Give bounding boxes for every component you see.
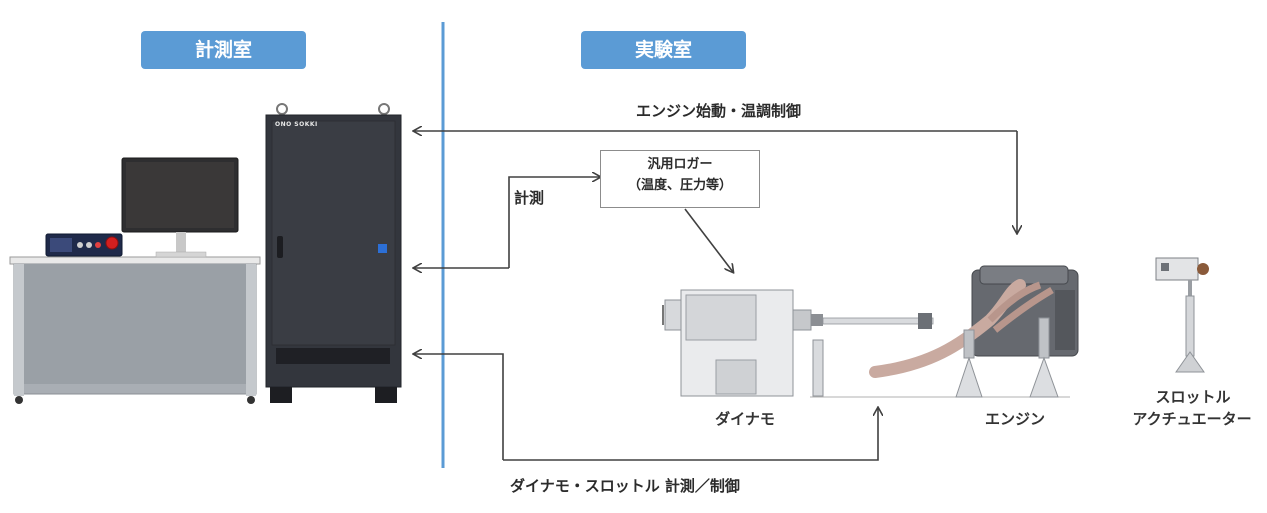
operator-desk (9, 256, 261, 404)
measure-label: 計測 (514, 189, 545, 207)
dyno-throttle-label: ダイナモ・スロットル 計測／制御 (510, 477, 740, 495)
test-room-label: 実験室 (581, 31, 746, 69)
data-logger-box: 汎用ロガー （温度、圧力等） (600, 150, 760, 208)
dynamo-machine (662, 289, 824, 397)
throttle-actuator (1155, 257, 1209, 373)
cabinet-brand: ONO SOKKI (275, 121, 318, 128)
dyno-control-to-cabinet (414, 354, 504, 460)
logger-title: 汎用ロガー (647, 157, 713, 172)
measure-arrow-to-logger (508, 177, 600, 268)
control-cabinet (265, 103, 402, 403)
actuator-label-line2: アクチュエーター (1132, 410, 1252, 428)
engine-label: エンジン (984, 410, 1045, 428)
drive-shaft (822, 317, 934, 325)
dyno-control-to-bench (503, 408, 878, 461)
engine-unit (869, 265, 1079, 398)
logger-subtitle: （温度、圧力等） (627, 178, 732, 193)
dynamo-label: ダイナモ (715, 410, 775, 428)
logger-to-dynamo-arrow (684, 208, 733, 272)
engine-control-label: エンジン始動・温調制御 (636, 102, 802, 120)
actuator-label-line1: スロットル (1155, 388, 1231, 406)
measurement-room-label: 計測室 (141, 31, 306, 69)
monitor (121, 157, 239, 258)
control-console (45, 233, 123, 257)
